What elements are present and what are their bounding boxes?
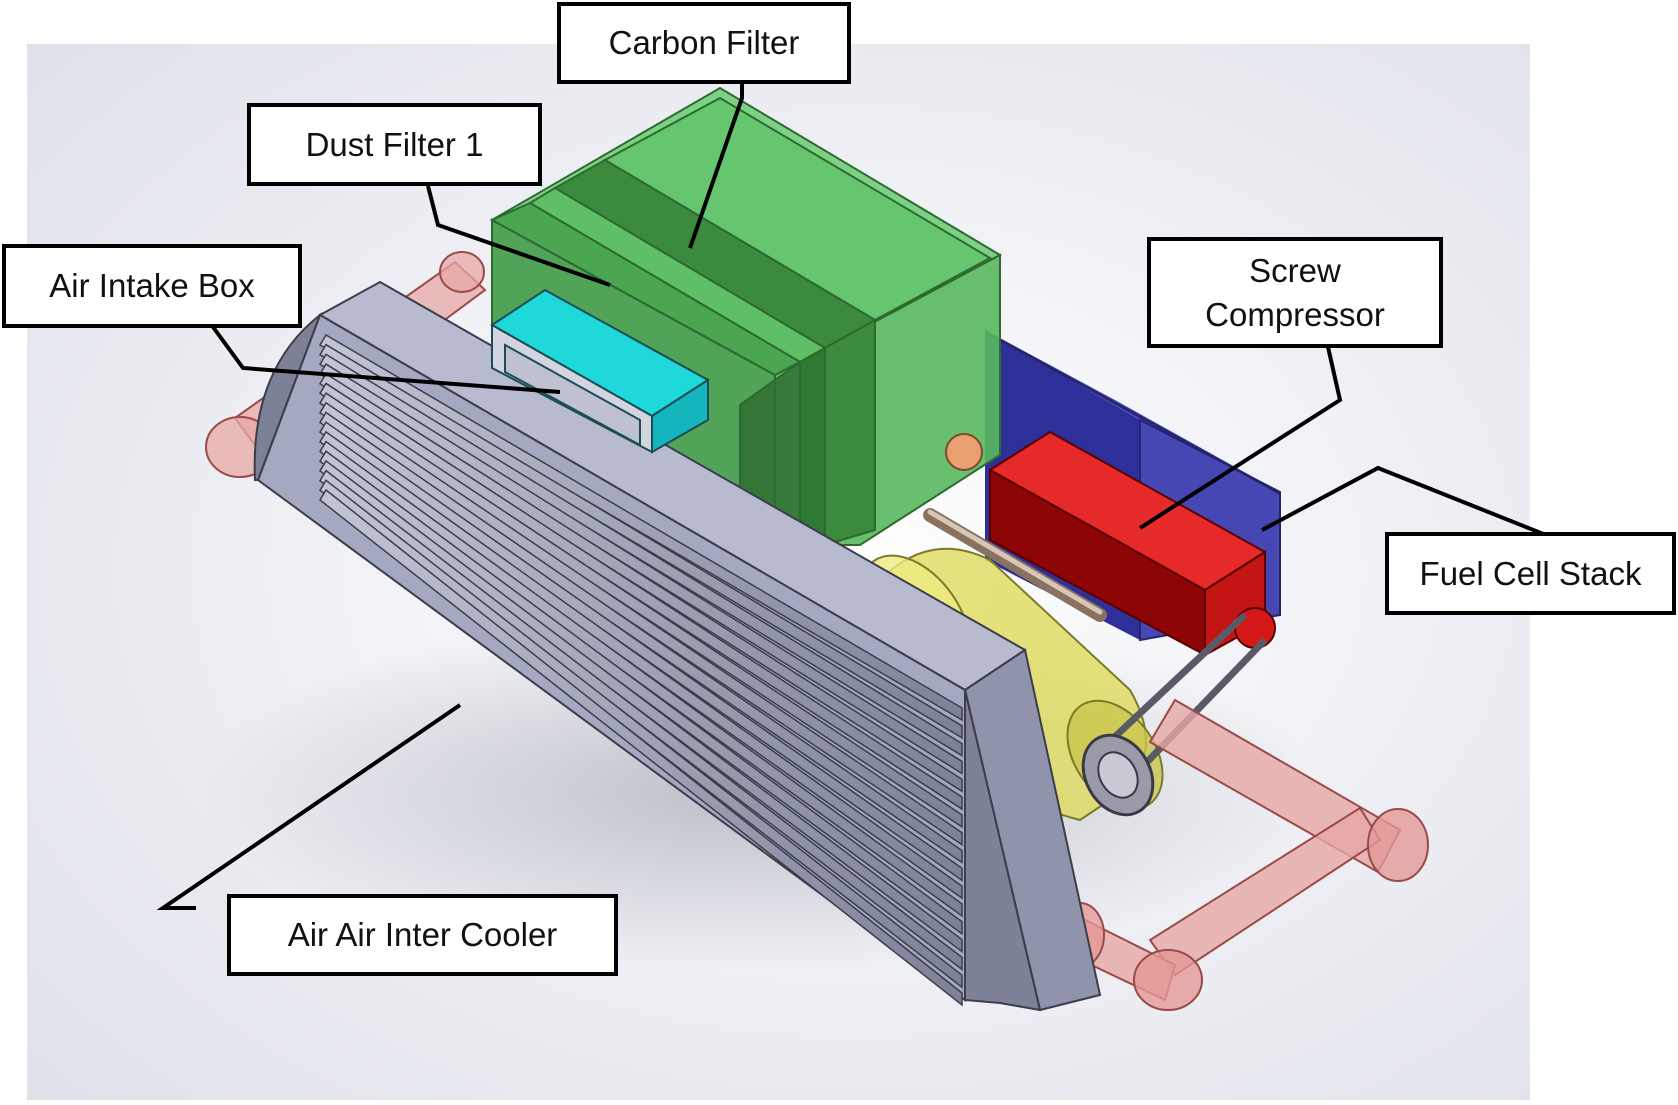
cooler-fin: [318, 353, 963, 757]
filter-port: [945, 433, 983, 471]
inter-cooler-fins: [318, 333, 963, 1007]
cooler-fin: [318, 372, 963, 793]
air-intake-box: [490, 288, 710, 454]
leader-screw-compressor: [1138, 346, 1343, 530]
cooler-fin: [318, 333, 963, 722]
leader-carbon-filter: [688, 82, 744, 249]
cooler-fin: [319, 450, 963, 936]
cooler-fin: [318, 382, 963, 811]
screw-compressor: [988, 430, 1276, 657]
cooler-fin: [318, 430, 963, 900]
label-fuel-cell-stack: Fuel Cell Stack: [1385, 532, 1676, 615]
cooler-fin: [319, 440, 963, 918]
cooler-fin: [319, 488, 963, 1007]
label-dust-filter: Dust Filter 1: [247, 103, 542, 186]
cooler-fin: [318, 363, 963, 775]
leader-dust-filter: [426, 185, 611, 287]
cooler-fin: [318, 401, 963, 847]
drive-shaft: [923, 508, 1107, 622]
label-carbon-filter: Carbon Filter: [557, 2, 851, 84]
leader-lines: [156, 82, 1547, 910]
leader-inter-cooler: [156, 703, 462, 910]
label-air-intake-box: Air Intake Box: [2, 244, 302, 328]
cooler-fin: [318, 343, 963, 740]
cooler-fin: [318, 421, 963, 882]
cooler-fin: [319, 479, 963, 989]
carbon-filter: [489, 86, 1003, 547]
label-screw-compressor: Screw Compressor: [1147, 237, 1443, 348]
motor-pulley: [1081, 733, 1155, 817]
leader-air-intake-box: [211, 325, 561, 394]
label-inter-cooler: Air Air Inter Cooler: [227, 894, 618, 976]
cooler-fin: [318, 411, 963, 864]
leader-fuel-cell-stack: [1261, 465, 1547, 537]
cooler-fin: [319, 469, 963, 971]
cooler-fin: [319, 459, 963, 954]
cooler-fin: [318, 392, 963, 829]
